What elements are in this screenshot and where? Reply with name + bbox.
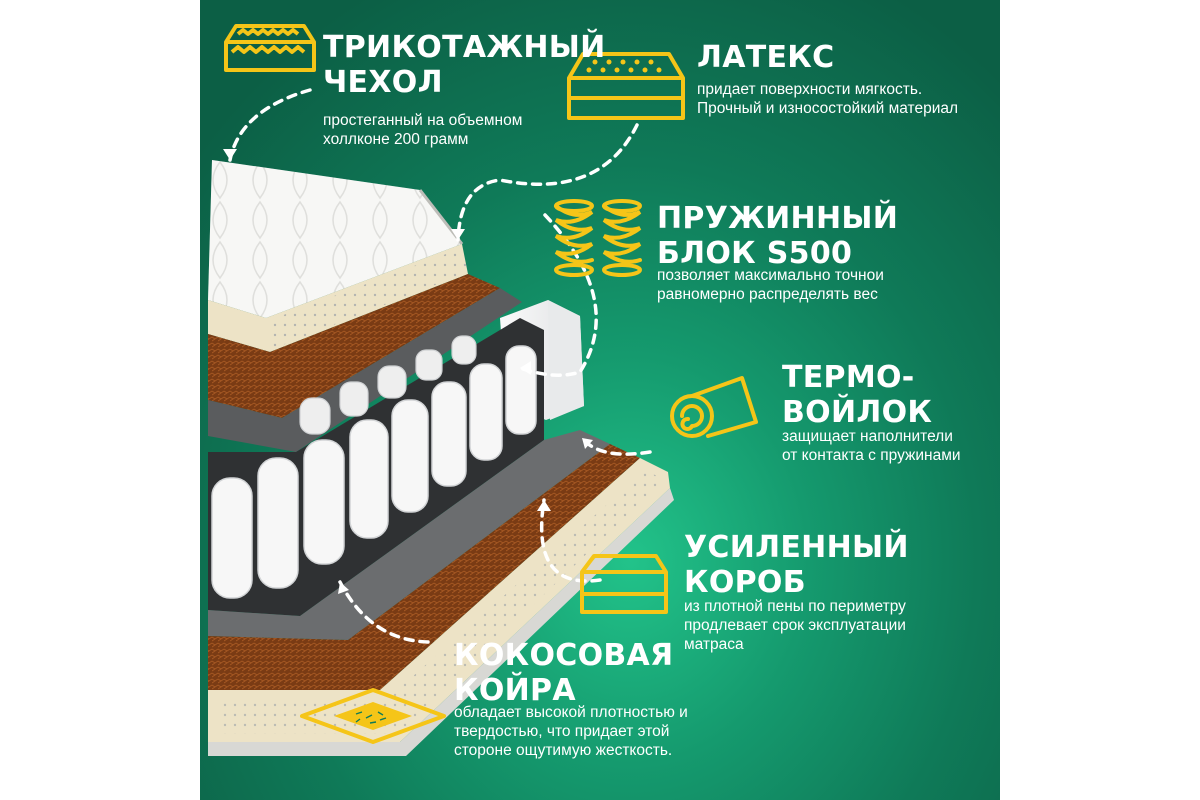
title-spring-block: ПРУЖИННЫЙ БЛОК S500 [657, 201, 898, 271]
title-line: ПРУЖИННЫЙ [657, 201, 899, 236]
desc-knit-cover: простеганный на объемном холлконе 200 гр… [323, 112, 523, 148]
desc-coconut-coir: обладает высокой плотностью и твердостью… [454, 704, 688, 759]
desc-reinforced-frame: из плотной пены по периметру продлевает … [684, 598, 906, 653]
mattress-cross-section [208, 88, 674, 756]
title-coconut-coir: КОКОСОВАЯ КОЙРА [454, 638, 673, 708]
frame-icon [580, 554, 668, 614]
cover-icon [224, 24, 316, 72]
title-line: ТЕРМО- [782, 360, 915, 395]
title-line: УСИЛЕННЫЙ [684, 530, 909, 565]
coir-icon [300, 688, 446, 744]
title-knit-cover: ТРИКОТАЖНЫЙ ЧЕХОЛ [323, 30, 606, 100]
desc-latex: придает поверхности мягкость. Прочный и … [697, 81, 959, 117]
title-thermo-felt: ТЕРМО- ВОЙЛОК [782, 360, 932, 430]
title-line: ЛАТЕКС [697, 40, 835, 75]
title-line: ТРИКОТАЖНЫЙ [323, 30, 606, 65]
title-line: КОРОБ [684, 565, 806, 600]
title-latex: ЛАТЕКС [697, 40, 834, 75]
infographic-panel: ТРИКОТАЖНЫЙ ЧЕХОЛ простеганный на объемн… [200, 0, 1000, 800]
title-line: БЛОК S500 [657, 236, 853, 271]
desc-thermo-felt: защищает наполнители от контакта с пружи… [782, 428, 961, 464]
title-line: КОЙРА [454, 673, 576, 708]
felt-roll-icon [670, 376, 758, 438]
desc-spring-block: позволяет максимально точнои равномерно … [657, 267, 884, 303]
title-line: КОКОСОВАЯ [454, 638, 674, 673]
latex-icon [567, 52, 685, 120]
title-line: ЧЕХОЛ [323, 65, 443, 100]
title-reinforced-frame: УСИЛЕННЫЙ КОРОБ [684, 530, 909, 600]
springs-icon [554, 199, 642, 277]
title-line: ВОЙЛОК [782, 395, 933, 430]
